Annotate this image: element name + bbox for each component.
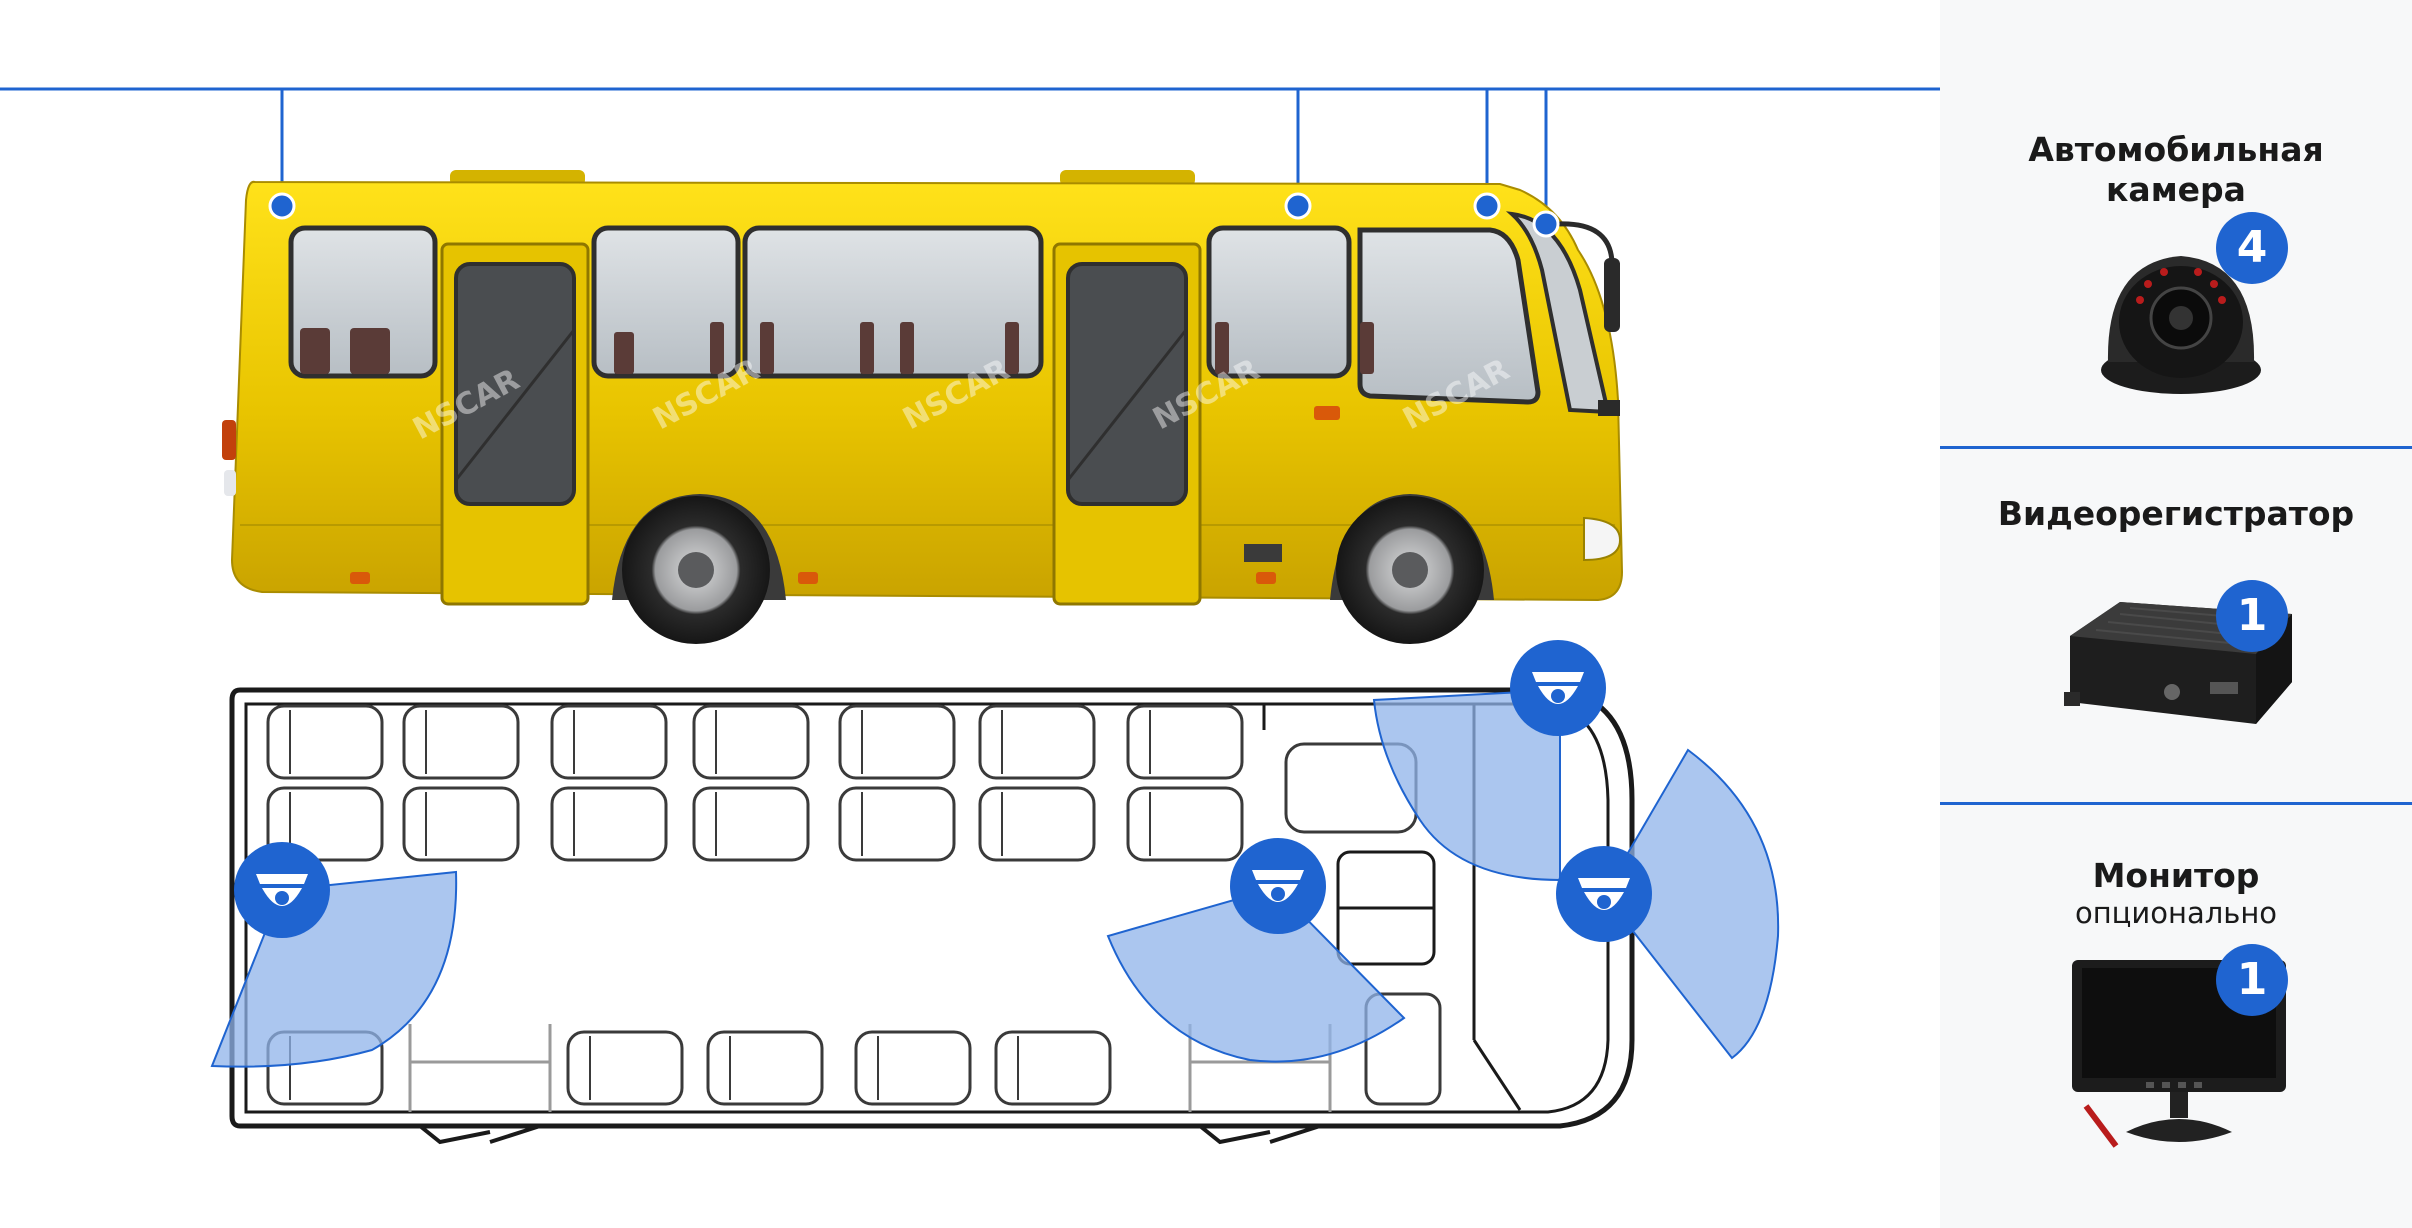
seat-group <box>266 704 1442 1106</box>
seat-row-second <box>266 786 1244 862</box>
camera-icon-front-top[interactable] <box>1510 640 1606 736</box>
camera-title-line1: Автомобильная <box>2028 130 2324 169</box>
camera-marker-windshield[interactable] <box>1532 210 1560 238</box>
panel-divider-2 <box>1940 802 2412 805</box>
seat-row-bottom <box>266 1030 1112 1106</box>
seat-row-top <box>266 704 1244 780</box>
camera-icon-middle[interactable] <box>1230 838 1326 934</box>
equipment-item-camera: Автомобильная камера <box>1940 130 2412 210</box>
monitor-count-badge: 1 <box>2216 944 2288 1016</box>
dome-camera-icon <box>2101 256 2261 394</box>
bus-side-view: NSCAR NSCAR NSCAR NSCAR NSCAR <box>222 170 1624 644</box>
equipment-item-monitor: Монитор опционально <box>1940 856 2412 930</box>
camera-marker-front[interactable] <box>1473 192 1501 220</box>
camera-title-line2: камера <box>2106 170 2246 209</box>
camera-icon-front-side[interactable] <box>1556 846 1652 942</box>
recorder-count-badge: 1 <box>2216 580 2288 652</box>
camera-marker-rear[interactable] <box>268 192 296 220</box>
monitor-title: Монитор <box>2092 856 2260 895</box>
coverage-front-top <box>1372 688 1561 882</box>
camera-marker-middle[interactable] <box>1284 192 1312 220</box>
coverage-middle <box>1106 886 1406 1063</box>
monitor-subtitle: опционально <box>2074 896 2278 930</box>
coverage-front-side <box>1602 748 1780 1060</box>
camera-count-badge: 4 <box>2216 212 2288 284</box>
equipment-item-recorder: Видеорегистратор <box>1940 494 2412 534</box>
recorder-title: Видеорегистратор <box>1997 494 2355 533</box>
camera-icon-rear[interactable] <box>234 842 330 938</box>
panel-divider-1 <box>1940 446 2412 449</box>
